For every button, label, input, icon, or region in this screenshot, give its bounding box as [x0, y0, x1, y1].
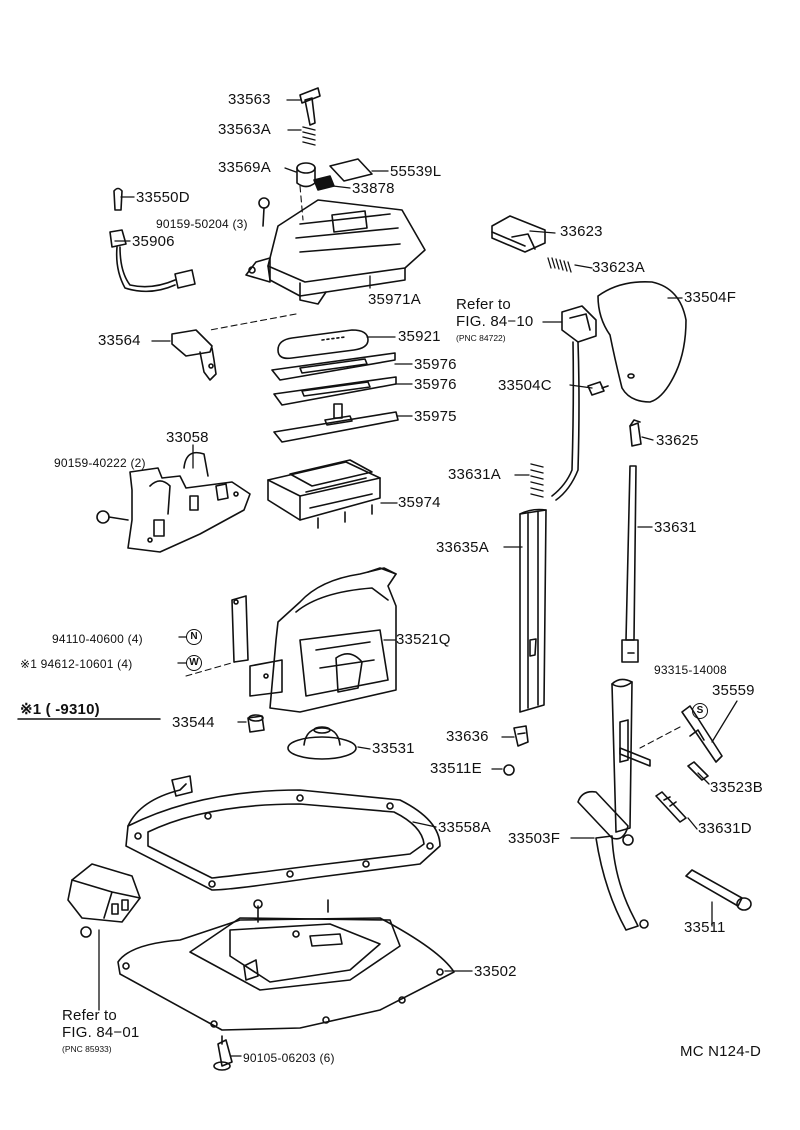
part-33878-plate — [313, 175, 335, 191]
part-label-33523B: 33523B — [710, 779, 763, 796]
part-33623A-spring — [547, 257, 572, 273]
part-label-33636: 33636 — [446, 728, 489, 745]
part-label-90159-50204: 90159-50204 (3) — [156, 217, 248, 231]
part-55539L-pad — [329, 158, 373, 182]
part-label-33504F: 33504F — [684, 289, 737, 306]
reference-note-bottom-line1: Refer to — [62, 1007, 117, 1024]
part-35976b-plate — [273, 376, 397, 406]
part-35906-harness — [109, 229, 196, 293]
part-label-35559: 35559 — [712, 682, 755, 699]
part-33564-lever — [171, 329, 217, 381]
reference-note-bottom-line2: FIG. 84−01 — [62, 1024, 140, 1041]
footnote-range: ※1 ( -9310) — [20, 701, 100, 718]
part-label-94110-40600: 94110-40600 (4) — [52, 632, 143, 646]
part-label-35976-upper: 35976 — [414, 356, 457, 373]
part-label-33625: 33625 — [656, 432, 699, 449]
reference-note-top-line1: Refer to — [456, 296, 511, 313]
part-33631-rod — [621, 465, 639, 663]
part-33502-plate — [117, 899, 455, 1031]
part-33058-bracket — [127, 451, 251, 553]
part-label-33564: 33564 — [98, 332, 141, 349]
part-35976a-plate — [271, 352, 396, 381]
part-33563A-spring — [302, 126, 316, 146]
circle-mark-s: S — [692, 703, 708, 719]
part-label-33558A: 33558A — [438, 819, 491, 836]
part-label-33511: 33511 — [684, 919, 726, 936]
part-33504F-knob — [597, 280, 687, 403]
part-label-35976-lower: 35976 — [414, 376, 457, 393]
leader-lines — [98, 99, 738, 1057]
part-33636-clip — [513, 725, 529, 747]
part-label-35921: 35921 — [398, 328, 441, 345]
part-33511E-washer — [503, 764, 515, 776]
part-90105-06203-bolt — [213, 1035, 233, 1071]
reference-note-top-pnc: (PNC 84722) — [456, 333, 506, 343]
diagram-code: MC N124-D — [680, 1043, 761, 1060]
part-33558A-gasket — [125, 775, 441, 891]
part-label-33631D: 33631D — [698, 820, 752, 837]
part-label-90105-06203: 90105-06203 (6) — [243, 1051, 335, 1065]
part-35975-plate — [273, 403, 399, 443]
part-label-33635A: 33635A — [436, 539, 489, 556]
part-33504C-screw — [587, 381, 609, 396]
part-35921-plate — [277, 329, 369, 360]
part-label-35906: 35906 — [132, 233, 175, 250]
part-label-33563A: 33563A — [218, 121, 271, 138]
part-label-33511E: 33511E — [430, 760, 482, 777]
part-33511-bolt — [685, 869, 752, 911]
part-connector-84722 — [551, 305, 597, 501]
part-33521Q-housing — [231, 567, 397, 713]
part-label-33504C: 33504C — [498, 377, 552, 394]
part-33625-clip — [629, 419, 642, 447]
part-90159-40222-screw — [96, 510, 129, 524]
part-90159-50204-screw — [258, 197, 270, 227]
part-label-33502: 33502 — [474, 963, 517, 980]
part-label-33623A: 33623A — [592, 259, 645, 276]
part-33523B-pin — [687, 761, 709, 781]
part-label-33531: 33531 — [372, 740, 415, 757]
part-35971A-housing — [245, 199, 426, 305]
part-label-35974: 35974 — [398, 494, 441, 511]
circle-mark-w: W — [186, 655, 202, 671]
part-connector-85933 — [67, 863, 141, 938]
part-label-33569A: 33569A — [218, 159, 271, 176]
part-33544-grommet — [247, 714, 265, 733]
reference-note-top-line2: FIG. 84−10 — [456, 313, 534, 330]
part-label-33623: 33623 — [560, 223, 603, 240]
part-label-33631A: 33631A — [448, 466, 501, 483]
part-33550D-bulb — [113, 187, 123, 211]
part-label-33631: 33631 — [654, 519, 697, 536]
part-label-33521Q: 33521Q — [396, 631, 451, 648]
part-label-33550D: 33550D — [136, 189, 190, 206]
part-33631D-pin — [655, 791, 687, 823]
part-label-94612-10601: ※1 94612-10601 (4) — [20, 657, 133, 671]
part-33631A-spring — [530, 463, 544, 498]
part-label-55539L: 55539L — [390, 163, 442, 180]
part-35559-lever — [681, 705, 723, 763]
part-label-33563: 33563 — [228, 91, 271, 108]
part-label-33544: 33544 — [172, 714, 215, 731]
part-label-90159-40222: 90159-40222 (2) — [54, 456, 146, 470]
part-33503F-lever — [577, 678, 651, 931]
dashed-lines — [185, 185, 681, 749]
part-label-33878: 33878 — [352, 180, 395, 197]
part-label-93315-14008: 93315-14008 — [654, 663, 727, 677]
part-33563-screw — [299, 87, 321, 126]
part-label-35975: 35975 — [414, 408, 457, 425]
part-33531-boot — [287, 726, 357, 760]
part-label-33058: 33058 — [166, 429, 209, 446]
part-33623-switch — [491, 215, 546, 253]
circle-mark-n: N — [186, 629, 202, 645]
part-33635A-rod — [519, 508, 547, 713]
reference-note-bottom-pnc: (PNC 85933) — [62, 1044, 112, 1054]
part-35974-block — [267, 459, 381, 529]
part-33569A-bushing — [296, 162, 316, 188]
part-label-35971A: 35971A — [368, 291, 421, 308]
part-label-33503F: 33503F — [508, 830, 561, 847]
